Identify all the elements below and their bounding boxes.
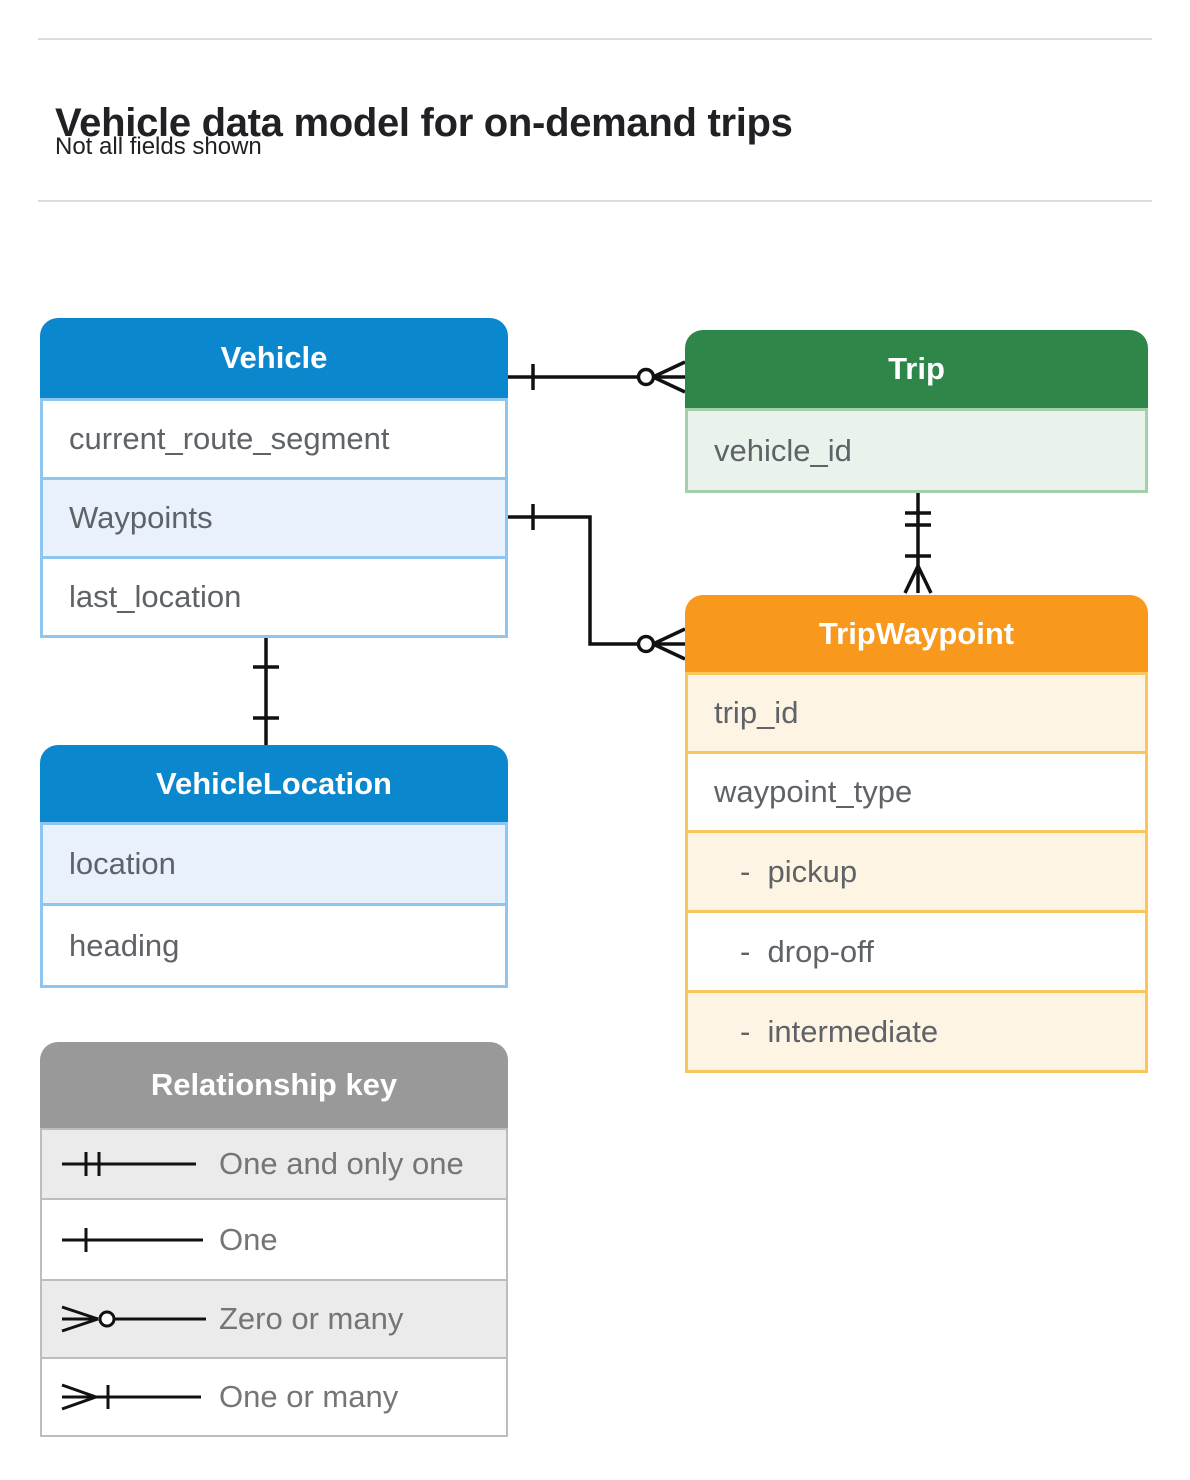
connector-vehicle-vehiclelocation: [253, 635, 279, 745]
page-title: Vehicle data model for on-demand trips: [55, 100, 793, 145]
vehicle-table-title: Vehicle: [220, 340, 328, 375]
page-subtitle: Not all fields shown: [55, 133, 262, 160]
relationship-key-header: Relationship key: [40, 1042, 508, 1128]
legend-label: Zero or many: [219, 1301, 404, 1336]
connector-trip-tripwaypoint: [903, 490, 933, 594]
vehicle-location-table-title: VehicleLocation: [155, 765, 392, 801]
vehicle-location-table-header: VehicleLocation: [40, 745, 508, 822]
legend-label: One: [219, 1221, 278, 1257]
one-and-only-one-icon: [62, 1152, 196, 1176]
legend-item: Zero or many: [40, 1279, 508, 1357]
table-row: heading: [40, 903, 508, 985]
one-or-many-icon: [61, 1383, 201, 1411]
relationship-key-title: Relationship key: [150, 1067, 398, 1102]
relationship-key: Relationship key One and only one One: [40, 1042, 508, 1437]
trip-table: Trip vehicle_id: [685, 330, 1148, 493]
field-label: - intermediate: [740, 1013, 939, 1049]
vehicle-table: Vehicle current_route_segment Waypoints …: [40, 318, 508, 638]
vehicle-table-header: Vehicle: [40, 318, 508, 398]
trip-waypoint-table-header: TripWaypoint: [685, 595, 1148, 672]
header-divider: [38, 200, 1152, 202]
one-icon: [62, 1227, 203, 1252]
legend-item: One and only one: [40, 1128, 508, 1198]
field-label: trip_id: [714, 695, 799, 730]
table-row: current_route_segment: [40, 398, 508, 477]
table-row: Waypoints: [40, 477, 508, 556]
zero-or-many-icon: [61, 1305, 206, 1333]
table-row: - intermediate: [685, 990, 1148, 1070]
field-label: heading: [69, 927, 180, 963]
field-label: waypoint_type: [714, 774, 913, 809]
legend-label: One and only one: [219, 1146, 464, 1181]
trip-waypoint-table: TripWaypoint trip_id waypoint_type - pic…: [685, 595, 1148, 1073]
field-label: location: [69, 846, 176, 881]
legend-item: One or many: [40, 1357, 508, 1435]
top-divider: [38, 38, 1152, 40]
trip-table-header: Trip: [685, 330, 1148, 408]
legend-label: One or many: [219, 1379, 399, 1414]
trip-table-title: Trip: [888, 351, 945, 386]
field-label: current_route_segment: [69, 421, 390, 456]
table-row: - drop-off: [685, 910, 1148, 990]
field-label: last_location: [69, 579, 242, 614]
vehicle-location-table: VehicleLocation location heading: [40, 745, 508, 988]
field-label: - pickup: [740, 853, 858, 889]
table-row: last_location: [40, 556, 508, 635]
field-label: vehicle_id: [714, 432, 852, 468]
table-row: vehicle_id: [685, 408, 1148, 490]
legend-item: One: [40, 1198, 508, 1279]
table-row: - pickup: [685, 830, 1148, 910]
table-row: location: [40, 822, 508, 903]
table-row: trip_id: [685, 672, 1148, 751]
field-label: - drop-off: [740, 933, 874, 969]
field-label: Waypoints: [69, 500, 213, 535]
connector-vehicle-trip: [508, 360, 686, 394]
connector-waypoints-tripwaypoint: [508, 504, 686, 661]
table-row: waypoint_type: [685, 751, 1148, 830]
trip-waypoint-table-title: TripWaypoint: [818, 615, 1015, 651]
